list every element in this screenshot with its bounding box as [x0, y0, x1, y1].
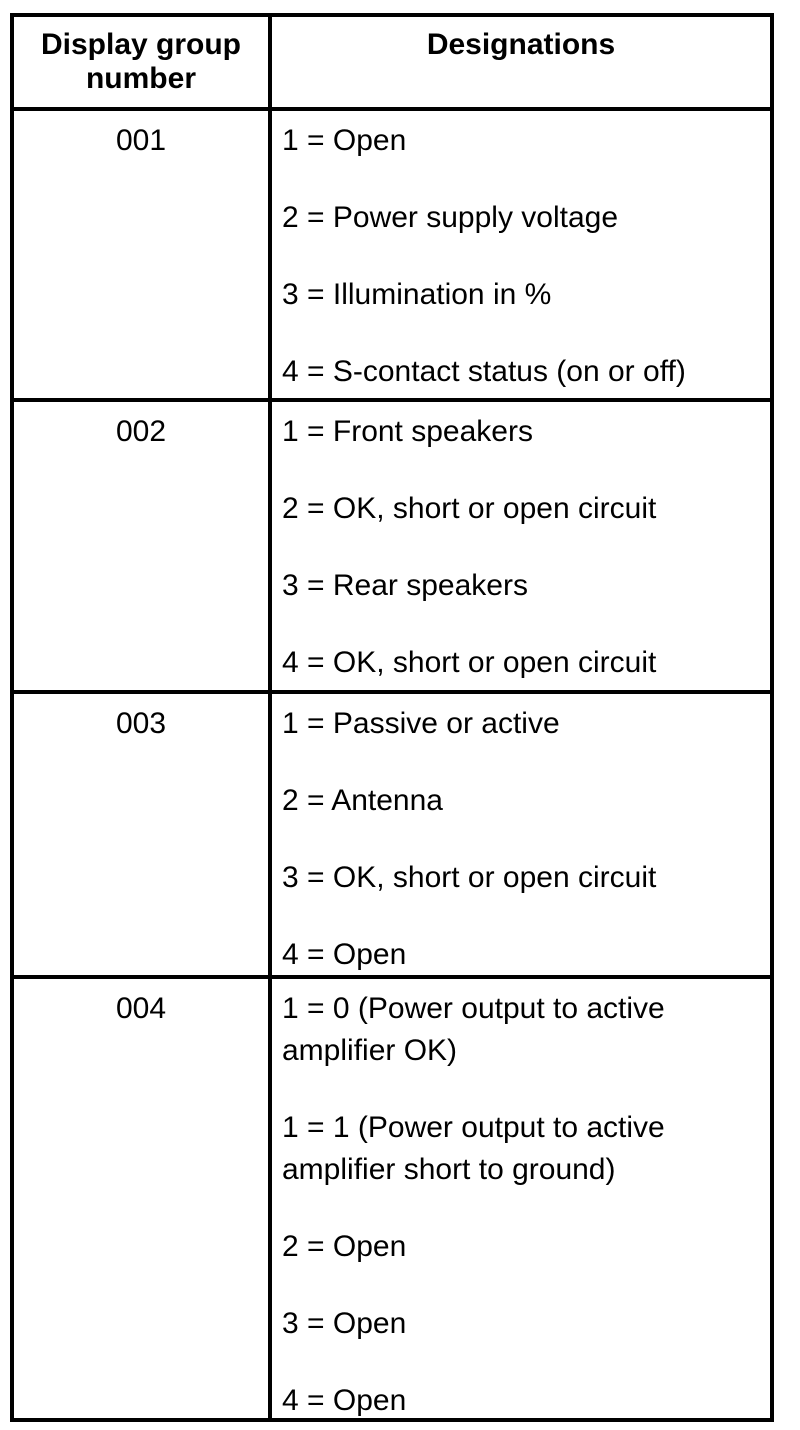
table-header-row: Display group number Designations — [14, 17, 770, 107]
group-number: 003 — [115, 707, 167, 740]
display-group-table: Display group number Designations 001 1 … — [10, 13, 774, 1422]
designation-item: 1 = 0 (Power output to active amplifier … — [282, 992, 665, 1067]
table-row-004: 004 1 = 0 (Power output to active amplif… — [14, 975, 770, 1418]
designations-cell: 1 = Front speakers 2 = OK, short or open… — [272, 402, 770, 690]
group-number-cell: 002 — [14, 402, 272, 690]
designation-item: 4 = S-contact status (on or off) — [282, 355, 686, 388]
designations-cell: 1 = 0 (Power output to active amplifier … — [272, 979, 770, 1418]
designation-item: 3 = Open — [282, 1307, 407, 1340]
header-label-display-group-number: Display group number — [40, 28, 242, 95]
designation-item: 3 = OK, short or open circuit — [282, 861, 657, 894]
designation-item: 2 = Antenna — [282, 784, 443, 817]
group-number-cell: 001 — [14, 111, 272, 398]
designation-item: 4 = Open — [282, 938, 407, 971]
designation-item: 2 = Power supply voltage — [282, 201, 619, 234]
header-label-designations: Designations — [426, 28, 616, 61]
designation-item: 1 = 1 (Power output to active amplifier … — [282, 1111, 665, 1186]
group-number-cell: 004 — [14, 979, 272, 1418]
header-cell-designations: Designations — [272, 17, 770, 107]
header-cell-display-group-number: Display group number — [14, 17, 272, 107]
table-row-002: 002 1 = Front speakers 2 = OK, short or … — [14, 398, 770, 690]
designation-item: 1 = Front speakers — [282, 415, 533, 448]
designation-item: 2 = Open — [282, 1230, 407, 1263]
group-number: 002 — [115, 415, 167, 448]
group-number: 004 — [115, 992, 167, 1025]
designation-item: 4 = Open — [282, 1384, 407, 1417]
designation-item: 3 = Illumination in % — [282, 278, 552, 311]
designation-item: 1 = Open — [282, 124, 407, 157]
table-row-003: 003 1 = Passive or active 2 = Antenna 3 … — [14, 690, 770, 975]
group-number: 001 — [115, 124, 167, 157]
designations-cell: 1 = Passive or active 2 = Antenna 3 = OK… — [272, 694, 770, 975]
designation-item: 1 = Passive or active — [282, 707, 560, 740]
table-row-001: 001 1 = Open 2 = Power supply voltage 3 … — [14, 107, 770, 398]
designation-item: 2 = OK, short or open circuit — [282, 492, 657, 525]
designation-item: 3 = Rear speakers — [282, 569, 528, 602]
group-number-cell: 003 — [14, 694, 272, 975]
designations-cell: 1 = Open 2 = Power supply voltage 3 = Il… — [272, 111, 770, 398]
designation-item: 4 = OK, short or open circuit — [282, 646, 657, 679]
